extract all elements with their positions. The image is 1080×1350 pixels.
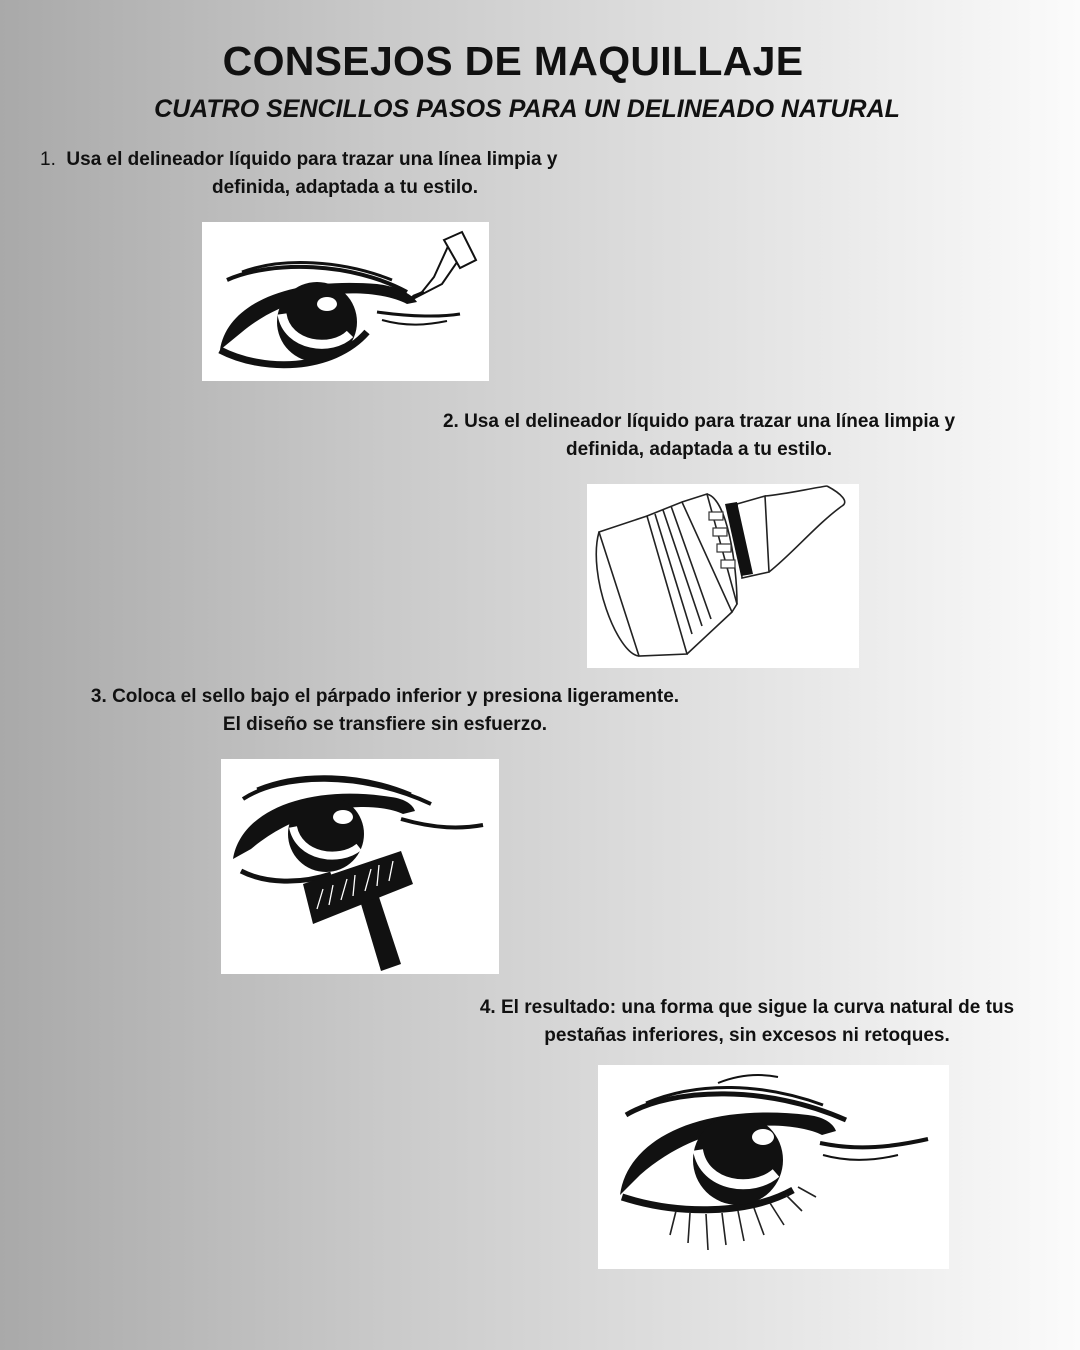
step-2-line-2: definida, adaptada a tu estilo. xyxy=(565,439,833,460)
step-4-line-2: pestañas inferiores, sin excesos ni reto… xyxy=(544,1025,950,1046)
step-1-number: 1. xyxy=(40,149,56,170)
step-1-text: 1. Usa el delineador líquido para trazar… xyxy=(40,146,650,202)
step-2-line-1: Usa el delineador líquido para trazar un… xyxy=(464,411,956,432)
step-4-number: 4. xyxy=(479,997,496,1018)
step-1-line-2: definida, adaptada a tu estilo. xyxy=(211,177,479,198)
step-3-text: 3. Coloca el sello bajo el párpado infer… xyxy=(40,683,730,739)
page-subtitle: CUATRO SENCILLOS PASOS PARA UN DELINEADO… xyxy=(154,95,900,123)
step-3-line-1: Coloca el sello bajo el párpado inferior… xyxy=(112,686,680,707)
page-title: CONSEJOS DE MAQUILLAJE xyxy=(222,38,804,84)
step-3-line-2: El diseño se transfiere sin esfuerzo. xyxy=(222,714,548,735)
step-2-number: 2. xyxy=(442,411,459,432)
step-4-text: 4. El resultado: una forma que sigue la … xyxy=(448,994,1046,1050)
step-2-text: 2. Usa el delineador líquido para trazar… xyxy=(408,408,990,464)
step-1-line-1: Usa el delineador líquido para trazar un… xyxy=(66,149,558,170)
eye-with-liquid-liner-icon xyxy=(202,222,489,381)
step-4-line-1: El resultado: una forma que sigue la cur… xyxy=(501,997,1015,1018)
lash-stamp-icon xyxy=(587,484,859,668)
finished-eye-icon xyxy=(598,1065,949,1269)
step-3-number: 3. xyxy=(90,686,107,707)
eye-with-stamp-icon xyxy=(221,759,499,974)
